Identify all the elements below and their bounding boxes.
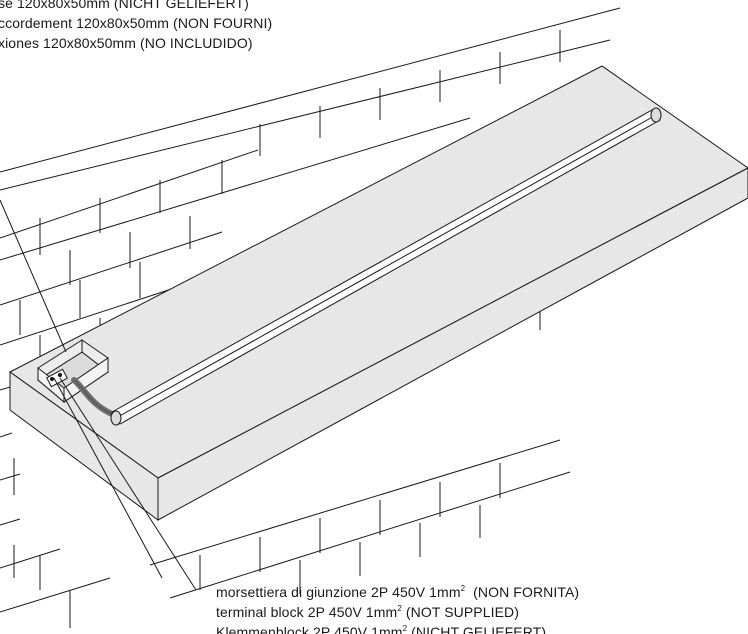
shelf-slab [9, 65, 748, 521]
mortar-course [0, 432, 13, 438]
callout-it-text: morsettiera di giunzione 2P 450V 1mm [216, 584, 461, 600]
junction-box [37, 339, 109, 404]
leader-lines [0, 199, 197, 591]
callout-line-fr: ccordement 120x80x50mm (NON FOURNI) [0, 15, 273, 31]
power-cable-outline [73, 379, 113, 415]
power-cable [71, 377, 115, 417]
callout-en-sup: 2 [397, 604, 402, 613]
junction-box-callout: se 120x80x50mm (NICHT GELIEFERT) ccordem… [0, 0, 272, 53]
terminal-screw [57, 372, 63, 378]
luminaire-end-cap-right [650, 107, 662, 123]
callout-en-suffix: (NOT SUPPLIED) [401, 604, 520, 620]
luminaire-end-cap-left [110, 410, 122, 426]
callout-line-de-bottom: Klemmenblock 2P 450V 1mm2 (NICHT GELIEFE… [216, 622, 579, 634]
terminal-block-callout: morsettiera di giunzione 2P 450V 1mm2 (N… [216, 582, 579, 634]
callout-line-es: xiones 120x80x50mm (NO INCLUDIDO) [0, 35, 253, 51]
slab-side [9, 371, 159, 521]
mortar-course [0, 149, 259, 239]
callout-de-text: Klemmenblock 2P 450V 1mm [216, 624, 403, 634]
wall-top-edge-2 [0, 39, 611, 191]
callout-line-it: morsettiera di giunzione 2P 450V 1mm2 (N… [216, 582, 579, 602]
callout-en-text: terminal block 2P 450V 1mm [216, 604, 398, 620]
leader-line-terminal-block [53, 377, 163, 579]
mortar-course [0, 473, 21, 481]
terminal-screw [49, 376, 55, 382]
callout-it-sup: 2 [460, 584, 466, 593]
leader-line-junction-box [0, 199, 67, 353]
callout-de-suffix: (NICHT GELIEFERT) [407, 624, 547, 634]
mortar-course [0, 577, 111, 613]
mortar-course [149, 439, 561, 566]
mortar-course [0, 117, 471, 261]
terminal-block [46, 368, 68, 388]
callout-line-en: terminal block 2P 450V 1mm2 (NOT SUPPLIE… [216, 602, 579, 622]
mortar-course [0, 518, 21, 526]
wall-top-edge [0, 7, 621, 173]
mortar-course [0, 231, 223, 306]
luminaire-diffuser-line [115, 114, 657, 419]
leader-line-terminal-block-2 [59, 377, 197, 591]
callout-line-de: se 120x80x50mm (NICHT GELIEFERT) [0, 0, 249, 11]
mortar-course [169, 471, 571, 599]
callout-it-suffix: (NON FORNITA) [465, 584, 580, 600]
mortar-course [0, 548, 61, 569]
mortar-course [0, 282, 191, 346]
callout-de-sup: 2 [402, 624, 408, 633]
brick-wall [0, 7, 621, 628]
linear-luminaire [110, 107, 662, 426]
terminal-block-body [46, 368, 68, 388]
